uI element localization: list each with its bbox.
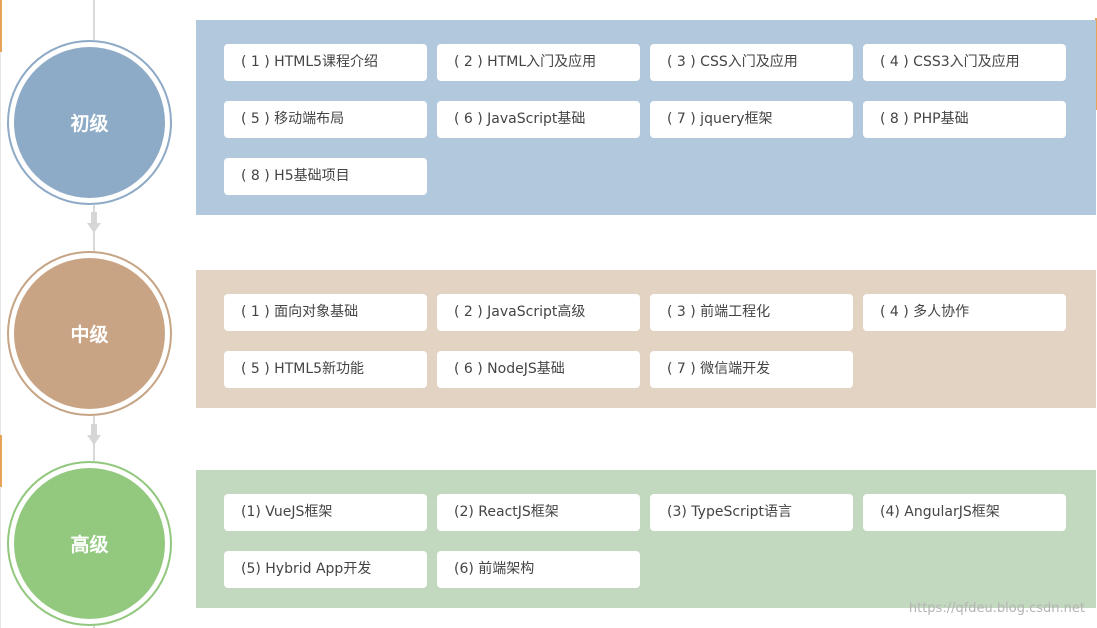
course-item[interactable]: ( 8 ) H5基础项目 bbox=[224, 158, 427, 195]
course-item[interactable]: ( 7 ) 微信端开发 bbox=[650, 351, 853, 388]
course-panel-advanced: (1) VueJS框架 (2) ReactJS框架 (3) TypeScript语言… bbox=[196, 470, 1096, 608]
down-arrow-icon bbox=[87, 424, 101, 446]
down-arrow-icon bbox=[87, 212, 101, 234]
level-badge-beginner: 初级 bbox=[7, 40, 172, 205]
course-item[interactable]: ( 8 ) PHP基础 bbox=[863, 101, 1066, 138]
course-item[interactable]: ( 2 ) HTML入门及应用 bbox=[437, 44, 640, 81]
course-item[interactable]: (1) VueJS框架 bbox=[224, 494, 427, 531]
course-item[interactable]: ( 4 ) 多人协作 bbox=[863, 294, 1066, 331]
course-item[interactable]: (5) Hybrid App开发 bbox=[224, 551, 427, 588]
course-item[interactable]: ( 5 ) 移动端布局 bbox=[224, 101, 427, 138]
course-item[interactable]: (2) ReactJS框架 bbox=[437, 494, 640, 531]
edge-accent-top bbox=[0, 0, 2, 52]
course-item[interactable]: (4) AngularJS框架 bbox=[863, 494, 1066, 531]
course-item[interactable]: ( 6 ) JavaScript基础 bbox=[437, 101, 640, 138]
edge-accent-right bbox=[1095, 18, 1097, 110]
level-label: 中级 bbox=[14, 258, 165, 409]
course-item[interactable]: ( 4 ) CSS3入门及应用 bbox=[863, 44, 1066, 81]
level-badge-intermediate: 中级 bbox=[7, 251, 172, 416]
course-item[interactable]: ( 3 ) 前端工程化 bbox=[650, 294, 853, 331]
level-label: 初级 bbox=[14, 47, 165, 198]
course-item[interactable]: ( 1 ) 面向对象基础 bbox=[224, 294, 427, 331]
course-item[interactable]: (3) TypeScript语言 bbox=[650, 494, 853, 531]
course-panel-intermediate: ( 1 ) 面向对象基础 ( 2 ) JavaScript高级 ( 3 ) 前端工程… bbox=[196, 270, 1096, 408]
course-item[interactable]: ( 1 ) HTML5课程介绍 bbox=[224, 44, 427, 81]
course-item[interactable]: ( 7 ) jquery框架 bbox=[650, 101, 853, 138]
watermark: https://qfdeu.blog.csdn.net bbox=[908, 601, 1085, 616]
course-item[interactable]: ( 2 ) JavaScript高级 bbox=[437, 294, 640, 331]
course-item[interactable]: (6) 前端架构 bbox=[437, 551, 640, 588]
course-item[interactable]: ( 3 ) CSS入门及应用 bbox=[650, 44, 853, 81]
course-item[interactable]: ( 5 ) HTML5新功能 bbox=[224, 351, 427, 388]
page-left-border bbox=[0, 0, 1, 628]
level-badge-advanced: 高级 bbox=[7, 461, 172, 626]
timeline-line-top bbox=[93, 0, 95, 40]
course-item[interactable]: ( 6 ) NodeJS基础 bbox=[437, 351, 640, 388]
course-panel-beginner: ( 1 ) HTML5课程介绍 ( 2 ) HTML入门及应用 ( 3 ) CSS入… bbox=[196, 20, 1096, 215]
level-label: 高级 bbox=[14, 468, 165, 619]
edge-accent-bottom bbox=[0, 435, 2, 487]
